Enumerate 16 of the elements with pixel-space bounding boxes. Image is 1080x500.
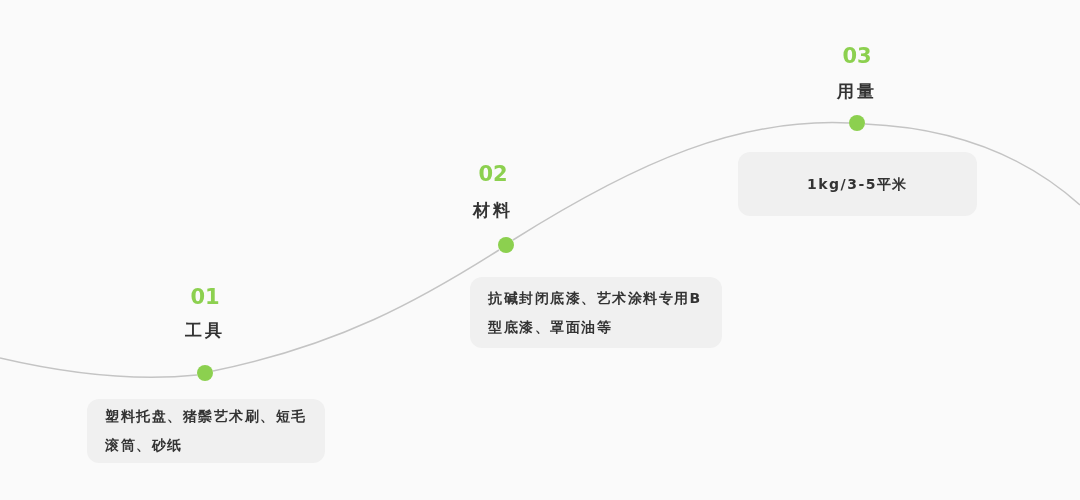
step-heading: 工具 [184,319,226,342]
step-number: 03 [841,44,873,68]
curve-line [864,123,1080,206]
card-text: 塑料托盘、猪鬃艺术刷、短毛滚筒、砂纸 [105,407,307,455]
curve-line [0,357,198,378]
card-text: 抗碱封闭底漆、艺术涂料专用B型底漆、罩面油等 [488,288,703,337]
step-heading: 材料 [471,199,514,222]
timeline-dot [498,237,514,253]
timeline-dot [849,115,865,131]
step-heading: 用量 [836,80,878,103]
curve-line [212,249,500,372]
timeline-dot [197,365,213,381]
card-text: 1kg/3-5平米 [807,174,908,194]
curve-line [512,121,850,241]
step-number: 01 [189,285,221,309]
step-number: 02 [477,162,509,186]
